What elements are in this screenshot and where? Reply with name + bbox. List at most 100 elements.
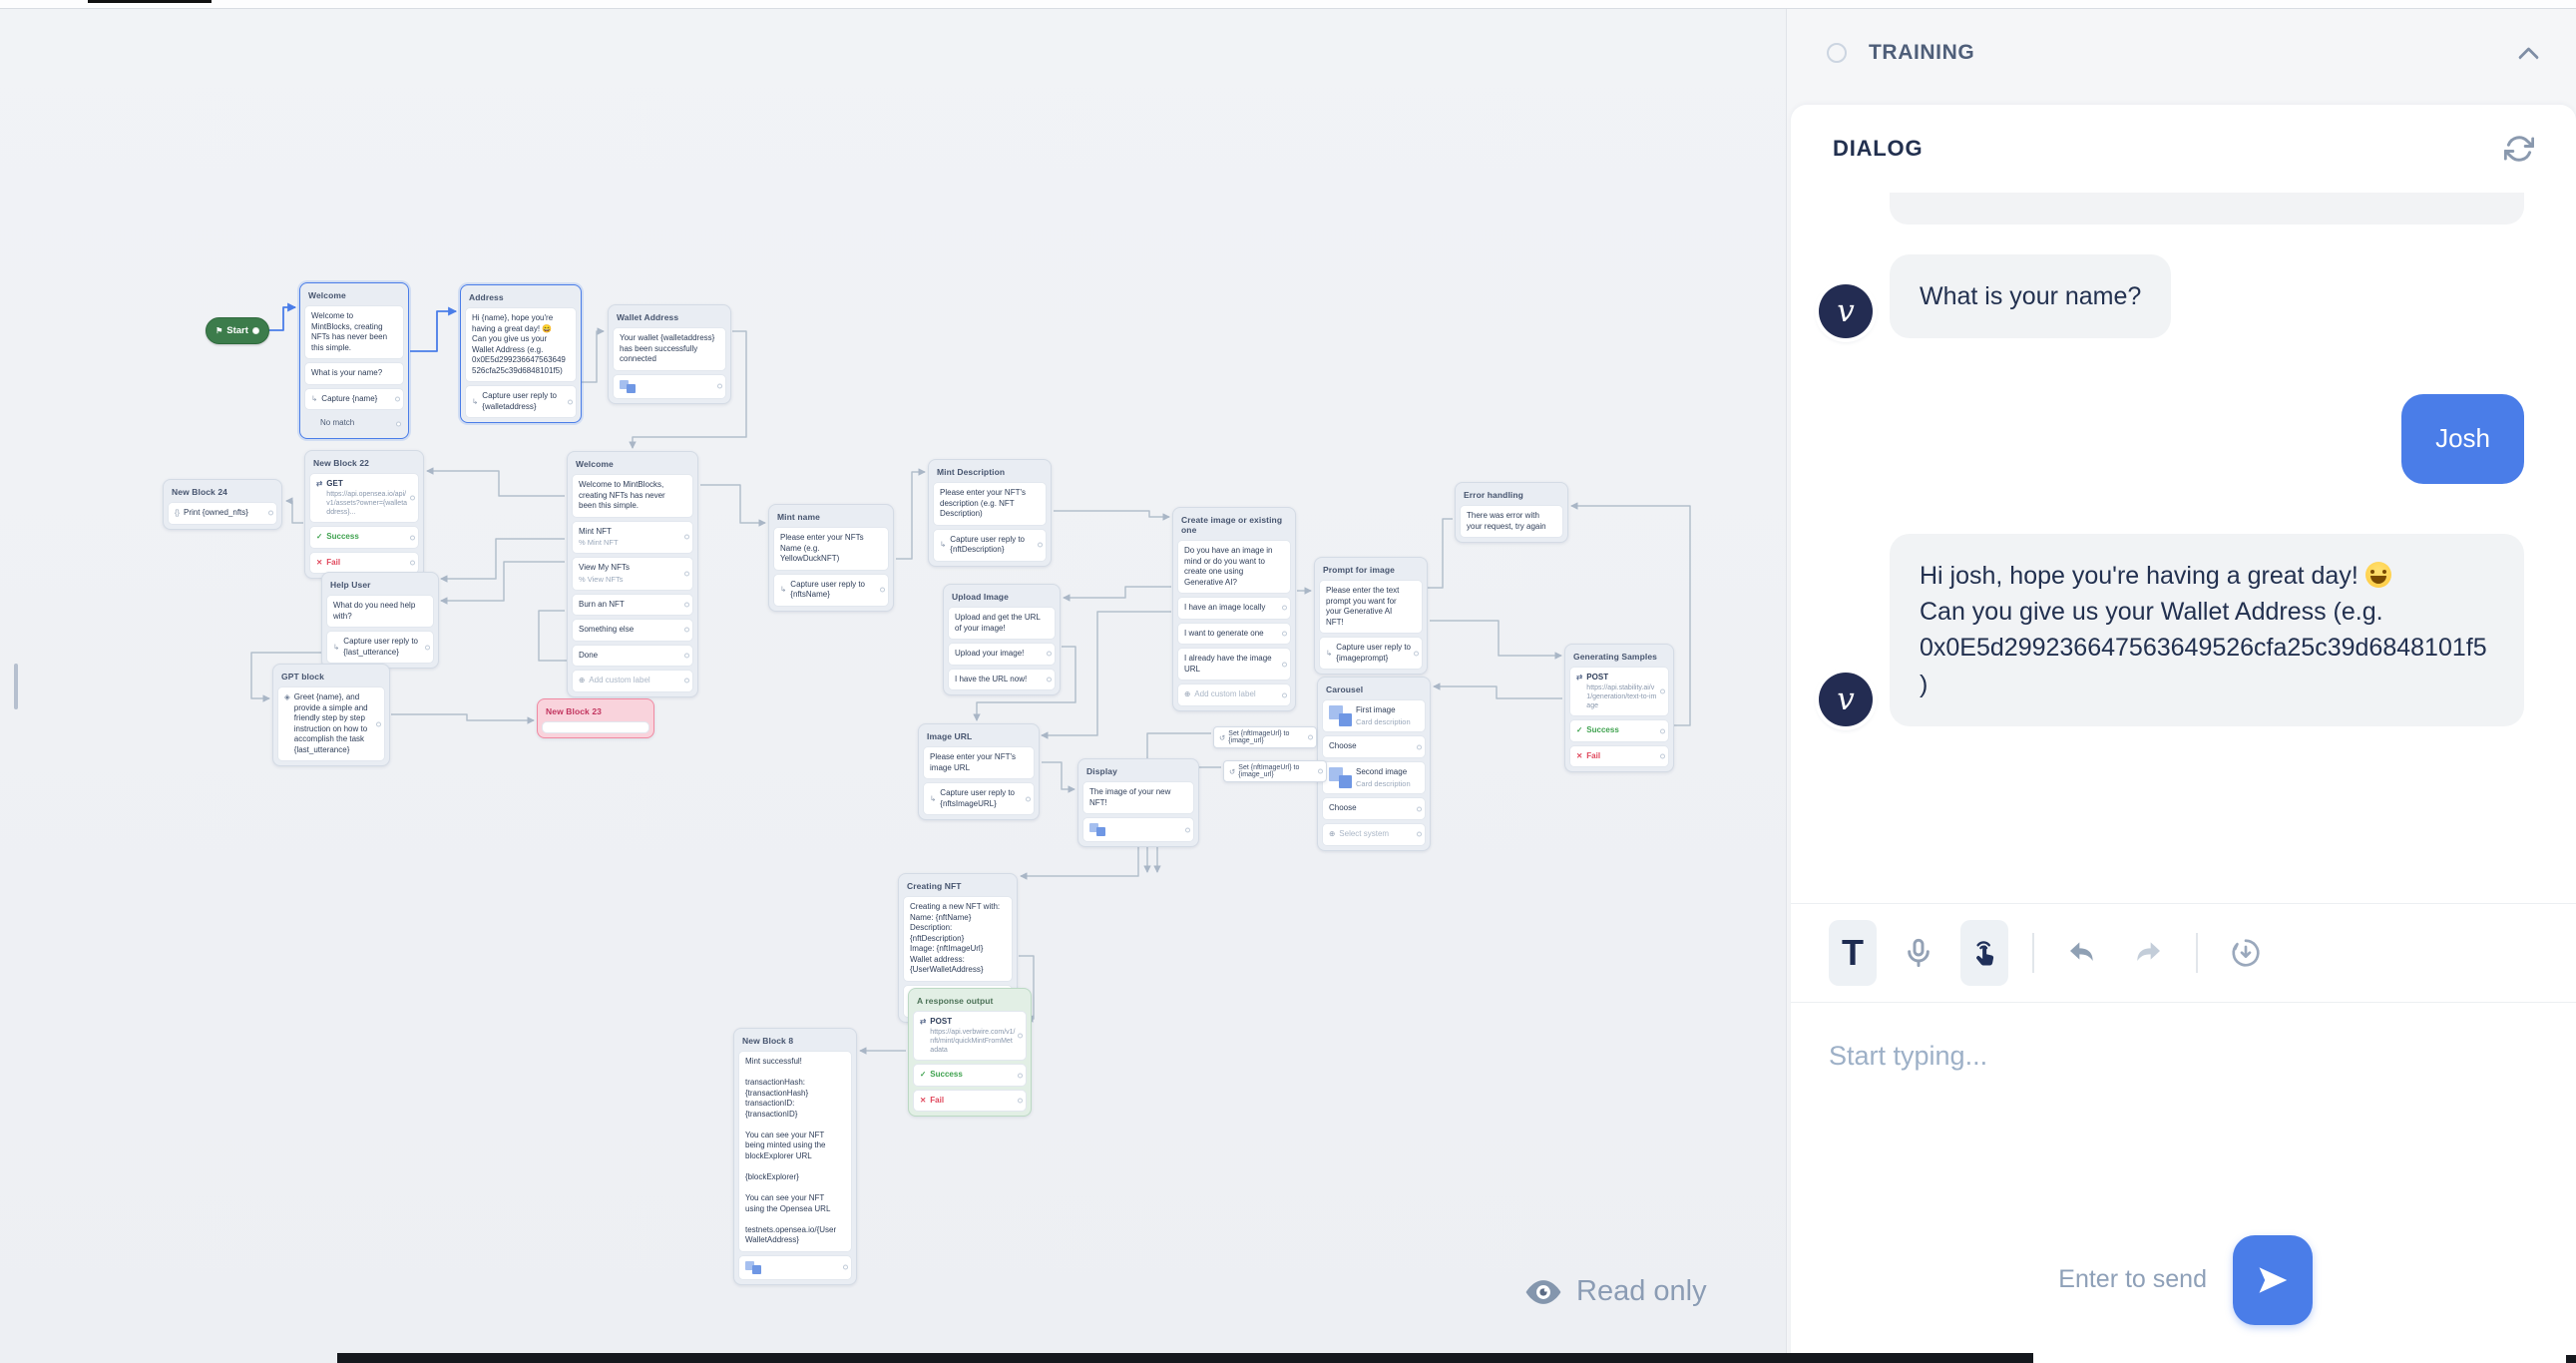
port-icon[interactable] bbox=[1308, 734, 1313, 740]
fail-row[interactable]: ✕Fail bbox=[1569, 744, 1669, 768]
chat-input[interactable]: Start typing... bbox=[1829, 1041, 1988, 1071]
text-mode-button[interactable]: T bbox=[1829, 920, 1877, 986]
imagechip-row[interactable] bbox=[1082, 817, 1194, 843]
port-icon[interactable] bbox=[1660, 728, 1665, 734]
start-port[interactable] bbox=[251, 327, 259, 334]
capture-row[interactable]: ↳Capture user reply to {imageprompt} bbox=[1319, 637, 1423, 671]
port-icon[interactable] bbox=[1660, 753, 1665, 759]
flow-node-set-image-url-2[interactable]: ↺Set {nftImageUrl} to {image_url} bbox=[1223, 760, 1327, 782]
success-row[interactable]: ✓Success bbox=[1569, 719, 1669, 742]
choice-row[interactable]: Something else bbox=[572, 619, 693, 642]
send-button[interactable] bbox=[2233, 1235, 2313, 1325]
capture-row[interactable]: ↳Capture user reply to {nftsName} bbox=[773, 573, 889, 607]
button-row[interactable]: Choose bbox=[1322, 735, 1426, 758]
port-icon[interactable] bbox=[684, 627, 689, 633]
fail-row[interactable]: ✕Fail bbox=[913, 1089, 1027, 1113]
flow-node-new-block-23[interactable]: New Block 23 bbox=[537, 698, 654, 738]
choice-row[interactable]: Upload your image! bbox=[948, 643, 1056, 666]
port-icon[interactable] bbox=[395, 396, 400, 402]
port-icon[interactable] bbox=[1047, 651, 1052, 657]
add-row[interactable]: ⊕Select system bbox=[1322, 822, 1426, 846]
port-icon[interactable] bbox=[1417, 831, 1422, 837]
port-icon[interactable] bbox=[684, 571, 689, 577]
imagechip-row[interactable] bbox=[613, 373, 726, 399]
port-icon[interactable] bbox=[717, 383, 722, 389]
port-icon[interactable] bbox=[568, 399, 573, 405]
undo-button[interactable] bbox=[2058, 920, 2106, 986]
voice-mode-button[interactable] bbox=[1895, 920, 1942, 986]
port-icon[interactable] bbox=[1417, 744, 1422, 750]
port-icon[interactable] bbox=[684, 602, 689, 608]
capture-row[interactable]: ↳Capture user reply to {last_utterance} bbox=[326, 631, 434, 665]
capture-row[interactable]: ↳Capture {name} bbox=[304, 387, 404, 411]
port-icon[interactable] bbox=[684, 653, 689, 659]
chevron-up-icon[interactable] bbox=[2517, 46, 2540, 68]
choice-row[interactable]: View My NFTs% View NFTs bbox=[572, 557, 693, 591]
success-row[interactable]: ✓Success bbox=[913, 1064, 1027, 1087]
port-icon[interactable] bbox=[425, 645, 430, 651]
capture-row[interactable]: ↳Capture user reply to {nftDescription} bbox=[933, 528, 1047, 562]
flow-node-gpt-block[interactable]: GPT block◈Greet {name}, and provide a si… bbox=[272, 664, 390, 767]
port-icon[interactable] bbox=[376, 721, 381, 727]
port-icon[interactable] bbox=[1018, 1073, 1023, 1079]
port-icon[interactable] bbox=[1047, 677, 1052, 682]
restart-conversation-icon[interactable] bbox=[2504, 134, 2534, 164]
port-icon[interactable] bbox=[268, 510, 273, 516]
port-icon[interactable] bbox=[1018, 1098, 1023, 1104]
port-icon[interactable] bbox=[1282, 662, 1287, 668]
sidebar-collapse-handle[interactable] bbox=[14, 664, 18, 709]
port-icon[interactable] bbox=[1417, 806, 1422, 812]
add-row[interactable]: ⊕Add custom label bbox=[1177, 683, 1291, 706]
port-icon[interactable] bbox=[1026, 796, 1031, 802]
redo-button[interactable] bbox=[2124, 920, 2172, 986]
port-icon[interactable] bbox=[1282, 631, 1287, 637]
add-row[interactable]: ⊕Add custom label bbox=[572, 670, 693, 692]
choice-row[interactable]: Mint NFT% Mint NFT bbox=[572, 520, 693, 555]
port-icon[interactable] bbox=[1282, 692, 1287, 698]
port-icon[interactable] bbox=[1414, 651, 1419, 657]
flow-node-new-block-24[interactable]: New Block 24{}Print {owned_nfts} bbox=[163, 479, 282, 530]
port-icon[interactable] bbox=[1018, 1033, 1023, 1039]
flow-node-set-image-url-1[interactable]: ↺Set {nftImageUrl} to {image_url} bbox=[1213, 726, 1317, 748]
port-icon[interactable] bbox=[843, 1264, 848, 1270]
save-transcript-button[interactable] bbox=[2222, 920, 2270, 986]
port-icon[interactable] bbox=[1185, 827, 1190, 833]
port-icon[interactable] bbox=[1318, 768, 1323, 774]
capture-row[interactable]: ↳Capture user reply to {walletaddress} bbox=[465, 385, 577, 419]
port-icon[interactable] bbox=[684, 534, 689, 540]
button-row[interactable]: Choose bbox=[1322, 797, 1426, 820]
port-icon[interactable] bbox=[396, 421, 401, 427]
gpt-row[interactable]: ◈Greet {name}, and provide a simple and … bbox=[277, 686, 385, 762]
port-icon[interactable] bbox=[880, 587, 885, 593]
port-icon[interactable] bbox=[1038, 542, 1043, 548]
choice-row[interactable]: Done bbox=[572, 644, 693, 668]
capture-row[interactable]: ↳Capture user reply to {nftsImageURL} bbox=[923, 782, 1035, 816]
port-icon[interactable] bbox=[410, 495, 415, 501]
port-icon[interactable] bbox=[410, 560, 415, 566]
alert-row[interactable] bbox=[542, 721, 649, 733]
interaction-mode-button[interactable] bbox=[1960, 920, 2008, 986]
imagechip-row[interactable] bbox=[738, 1254, 852, 1280]
choice-row[interactable]: Burn an NFT bbox=[572, 593, 693, 617]
port-icon[interactable] bbox=[684, 678, 689, 683]
port-icon[interactable] bbox=[1282, 605, 1287, 611]
port-icon[interactable] bbox=[1660, 688, 1665, 694]
code-row[interactable]: {}Print {owned_nfts} bbox=[168, 502, 277, 525]
choice-row[interactable]: I want to generate one bbox=[1177, 622, 1291, 646]
